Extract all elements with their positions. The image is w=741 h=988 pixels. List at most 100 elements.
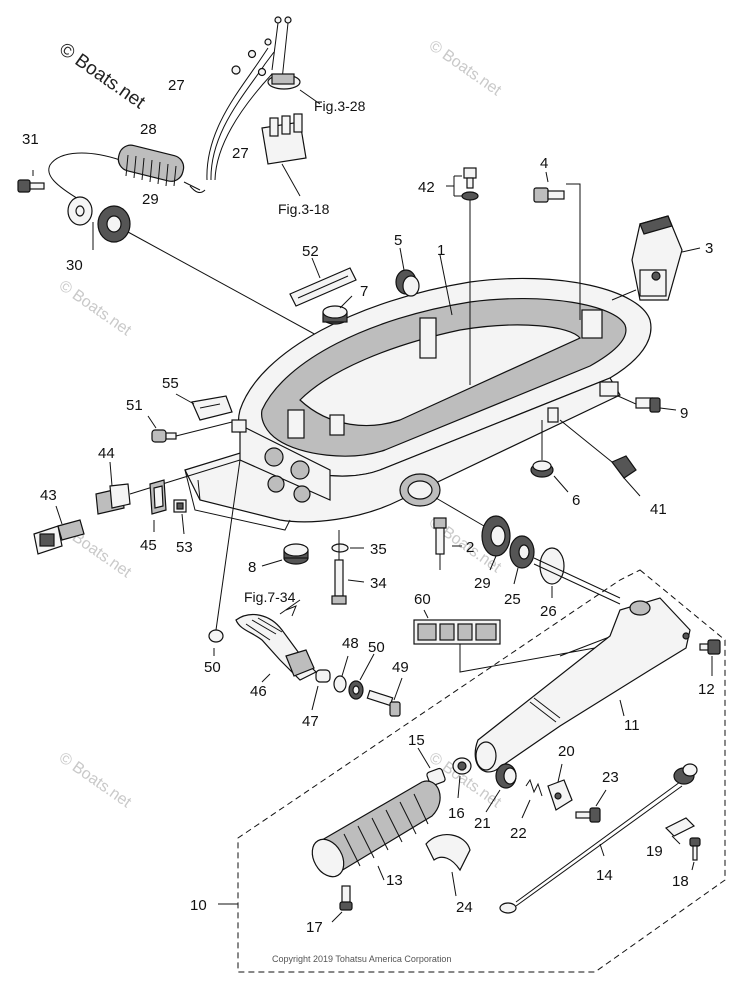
part-label: 2 [466, 539, 474, 556]
watermark-faded: © Boats.net [426, 37, 505, 99]
bottom-cowling [184, 277, 652, 531]
ref-fig-3-18: Fig.3-18 [278, 201, 330, 217]
part-label: 52 [302, 243, 319, 260]
screw-12 [699, 639, 721, 676]
band-24 [425, 834, 471, 897]
wire-harness [189, 16, 292, 194]
part-label: 46 [250, 683, 267, 700]
plate-55 [175, 393, 233, 421]
stop-switch-cord [48, 144, 201, 226]
tiller-handle-11 [474, 597, 691, 773]
washer-48 [333, 655, 349, 693]
part-label: 14 [596, 867, 613, 884]
screw-2 [433, 517, 462, 570]
part-label: 24 [456, 899, 473, 916]
throttle-rod-14 [499, 763, 698, 914]
collar-47 [311, 669, 331, 711]
pad-53 [173, 499, 187, 535]
leader-line [399, 247, 405, 271]
part-label: 17 [306, 919, 323, 936]
part-label: 13 [386, 872, 403, 889]
bushing-15 [417, 747, 446, 787]
switch-cover-44 [95, 459, 241, 515]
screw-17 [331, 885, 353, 923]
latch-3 [611, 215, 701, 301]
switch-43 [33, 505, 85, 555]
part-label: 9 [680, 405, 688, 422]
part-label: 5 [394, 232, 402, 249]
grommet-45 [149, 479, 167, 532]
ref-fig-3-28: Fig.3-28 [314, 98, 366, 114]
part-label: 8 [248, 559, 256, 576]
part-label: 47 [302, 713, 319, 730]
screw-31 [17, 170, 45, 193]
part-label: 3 [705, 240, 713, 257]
copyright-notice: Copyright 2019 Tohatsu America Corporati… [272, 954, 451, 964]
seal-25 [509, 535, 535, 585]
knob-41 [559, 419, 641, 497]
grommet-6 [530, 420, 569, 493]
part-label: 28 [140, 121, 157, 138]
switch-block-ref [261, 113, 307, 197]
washer-35 [331, 543, 364, 553]
part-label: 6 [572, 492, 580, 509]
part-label: 53 [176, 539, 193, 556]
part-label: 41 [650, 501, 667, 518]
part-label: 30 [66, 257, 83, 274]
clip-19 [664, 817, 696, 845]
part-label: 19 [646, 843, 663, 860]
part-label: 18 [672, 873, 689, 890]
part-label: 20 [558, 743, 575, 760]
part-label: 25 [504, 591, 521, 608]
grommet-29-lower [435, 497, 511, 571]
washer-50-right [348, 653, 375, 700]
grommet-7 [322, 305, 348, 325]
part-label: 4 [540, 155, 548, 172]
watermark-faded: © Boats.net [56, 277, 135, 339]
bolt-34 [331, 530, 365, 605]
block-20 [547, 763, 573, 811]
screw-23 [575, 789, 607, 823]
fastener-51 [147, 415, 233, 443]
part-label: 60 [414, 591, 431, 608]
part-label: 42 [418, 179, 435, 196]
tiller-shaft [533, 557, 621, 605]
grommet-29-upper [97, 205, 131, 243]
bolt-49 [366, 677, 403, 717]
part-label: 48 [342, 635, 359, 652]
watermark-faded: © Boats.net [56, 749, 135, 811]
part-label: 44 [98, 445, 115, 462]
bolt-42 [461, 167, 479, 385]
part-label: 34 [370, 575, 387, 592]
part-label: 29 [142, 191, 159, 208]
ignition-coil-ref [267, 73, 321, 105]
part-label: 55 [162, 375, 179, 392]
part-label: 7 [360, 283, 368, 300]
part-label: 27 [168, 77, 185, 94]
decal-60 [413, 609, 613, 673]
part-label: 23 [602, 769, 619, 786]
grip-13 [311, 780, 441, 881]
part-label: 31 [22, 131, 39, 148]
retainer-16 [452, 757, 472, 799]
part-label: 29 [474, 575, 491, 592]
part-label: 50 [368, 639, 385, 656]
part-label: 45 [140, 537, 157, 554]
part-label: 43 [40, 487, 57, 504]
part-label: 11 [624, 717, 640, 734]
washer-26 [539, 547, 565, 598]
lever-46 [235, 599, 318, 683]
leader-29-to-cowl [127, 231, 341, 349]
watermark-main: © Boats.net [55, 39, 149, 114]
leader-bracket-42 [446, 175, 462, 197]
grommet-5 [395, 269, 420, 297]
screw-9 [617, 395, 677, 413]
friction-knob-21 [485, 763, 517, 813]
part-label: 49 [392, 659, 409, 676]
part-label: 16 [448, 805, 465, 822]
leader-line [439, 254, 453, 316]
spring-22 [521, 778, 543, 819]
washer-50-left [208, 459, 241, 656]
leader-line [311, 257, 321, 279]
